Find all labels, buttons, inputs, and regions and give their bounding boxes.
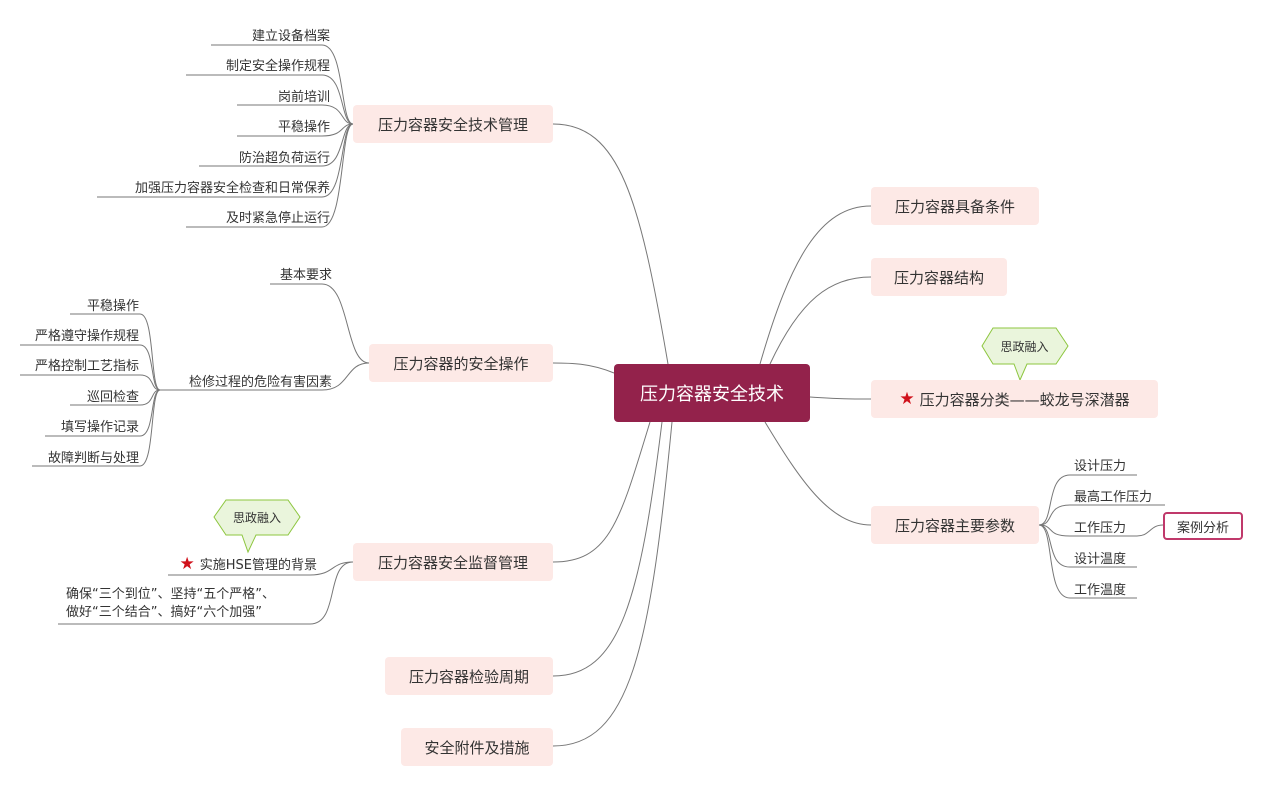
branch-main-parameters[interactable]: 压力容器主要参数 bbox=[871, 506, 1039, 544]
leaf-item[interactable]: 平稳操作 bbox=[277, 120, 330, 135]
leaf-hse-background[interactable]: ★ 实施HSE管理的背景 bbox=[180, 554, 318, 574]
leaf-item[interactable]: 及时紧急停止运行 bbox=[225, 211, 330, 226]
leaf-item[interactable]: 严格控制工艺指标 bbox=[34, 359, 139, 374]
leaf-item[interactable]: 平稳操作 bbox=[86, 299, 139, 314]
leaf-item[interactable]: 设计温度 bbox=[1074, 552, 1127, 567]
leaf-item[interactable]: 加强压力容器安全检查和日常保养 bbox=[134, 181, 330, 196]
leaf-principles-line2: 做好“三个结合”、搞好“六个加强” bbox=[66, 605, 262, 620]
leaf-item[interactable]: 巡回检查 bbox=[86, 390, 139, 405]
leaf-item[interactable]: 工作温度 bbox=[1074, 583, 1127, 598]
branch-classification[interactable]: ★压力容器分类——蛟龙号深潜器 bbox=[871, 380, 1158, 418]
leaf-item[interactable]: 最高工作压力 bbox=[1074, 490, 1153, 505]
branch-structure[interactable]: 压力容器结构 bbox=[871, 258, 1007, 296]
branch-safety-accessories[interactable]: 安全附件及措施 bbox=[401, 728, 553, 766]
branch-inspection-cycle[interactable]: 压力容器检验周期 bbox=[385, 657, 553, 695]
branch-conditions[interactable]: 压力容器具备条件 bbox=[871, 187, 1039, 225]
leaf-item[interactable]: 建立设备档案 bbox=[251, 29, 330, 44]
leaf-item[interactable]: 工作压力 bbox=[1074, 521, 1127, 536]
leaf-principles-line1: 确保“三个到位”、坚持“五个严格”、 bbox=[66, 587, 275, 602]
leaf-item[interactable]: 制定安全操作规程 bbox=[225, 59, 330, 74]
star-icon: ★ bbox=[899, 389, 915, 409]
leaf-item[interactable]: 防治超负荷运行 bbox=[238, 151, 330, 166]
callout-ideology[interactable]: 思政融入 bbox=[1000, 339, 1049, 354]
leaf-hse-label: 实施HSE管理的背景 bbox=[199, 558, 317, 573]
callout-ideology[interactable]: 思政融入 bbox=[232, 511, 281, 525]
central-topic[interactable]: 压力容器安全技术 bbox=[614, 364, 810, 422]
leaf-maintenance-hazards[interactable]: 检修过程的危险有害因素 bbox=[188, 375, 332, 390]
branch-safe-operation[interactable]: 压力容器的安全操作 bbox=[369, 344, 553, 382]
branch-classification-label: 压力容器分类——蛟龙号深潜器 bbox=[919, 390, 1130, 409]
leaf-basic-requirements[interactable]: 基本要求 bbox=[279, 268, 332, 283]
branch-safety-tech-management[interactable]: 压力容器安全技术管理 bbox=[353, 105, 553, 143]
leaf-item[interactable]: 岗前培训 bbox=[277, 90, 330, 105]
leaf-item[interactable]: 设计压力 bbox=[1074, 459, 1127, 474]
leaf-item[interactable]: 故障判断与处理 bbox=[47, 451, 139, 466]
leaf-item[interactable]: 严格遵守操作规程 bbox=[34, 329, 139, 344]
leaf-principles[interactable]: 确保“三个到位”、坚持“五个严格”、 做好“三个结合”、搞好“六个加强” bbox=[66, 586, 275, 622]
branch-supervision-management[interactable]: 压力容器安全监督管理 bbox=[353, 543, 553, 581]
case-analysis-node[interactable]: 案例分析 bbox=[1163, 512, 1243, 540]
leaf-item[interactable]: 填写操作记录 bbox=[60, 420, 139, 435]
star-icon: ★ bbox=[179, 554, 195, 574]
